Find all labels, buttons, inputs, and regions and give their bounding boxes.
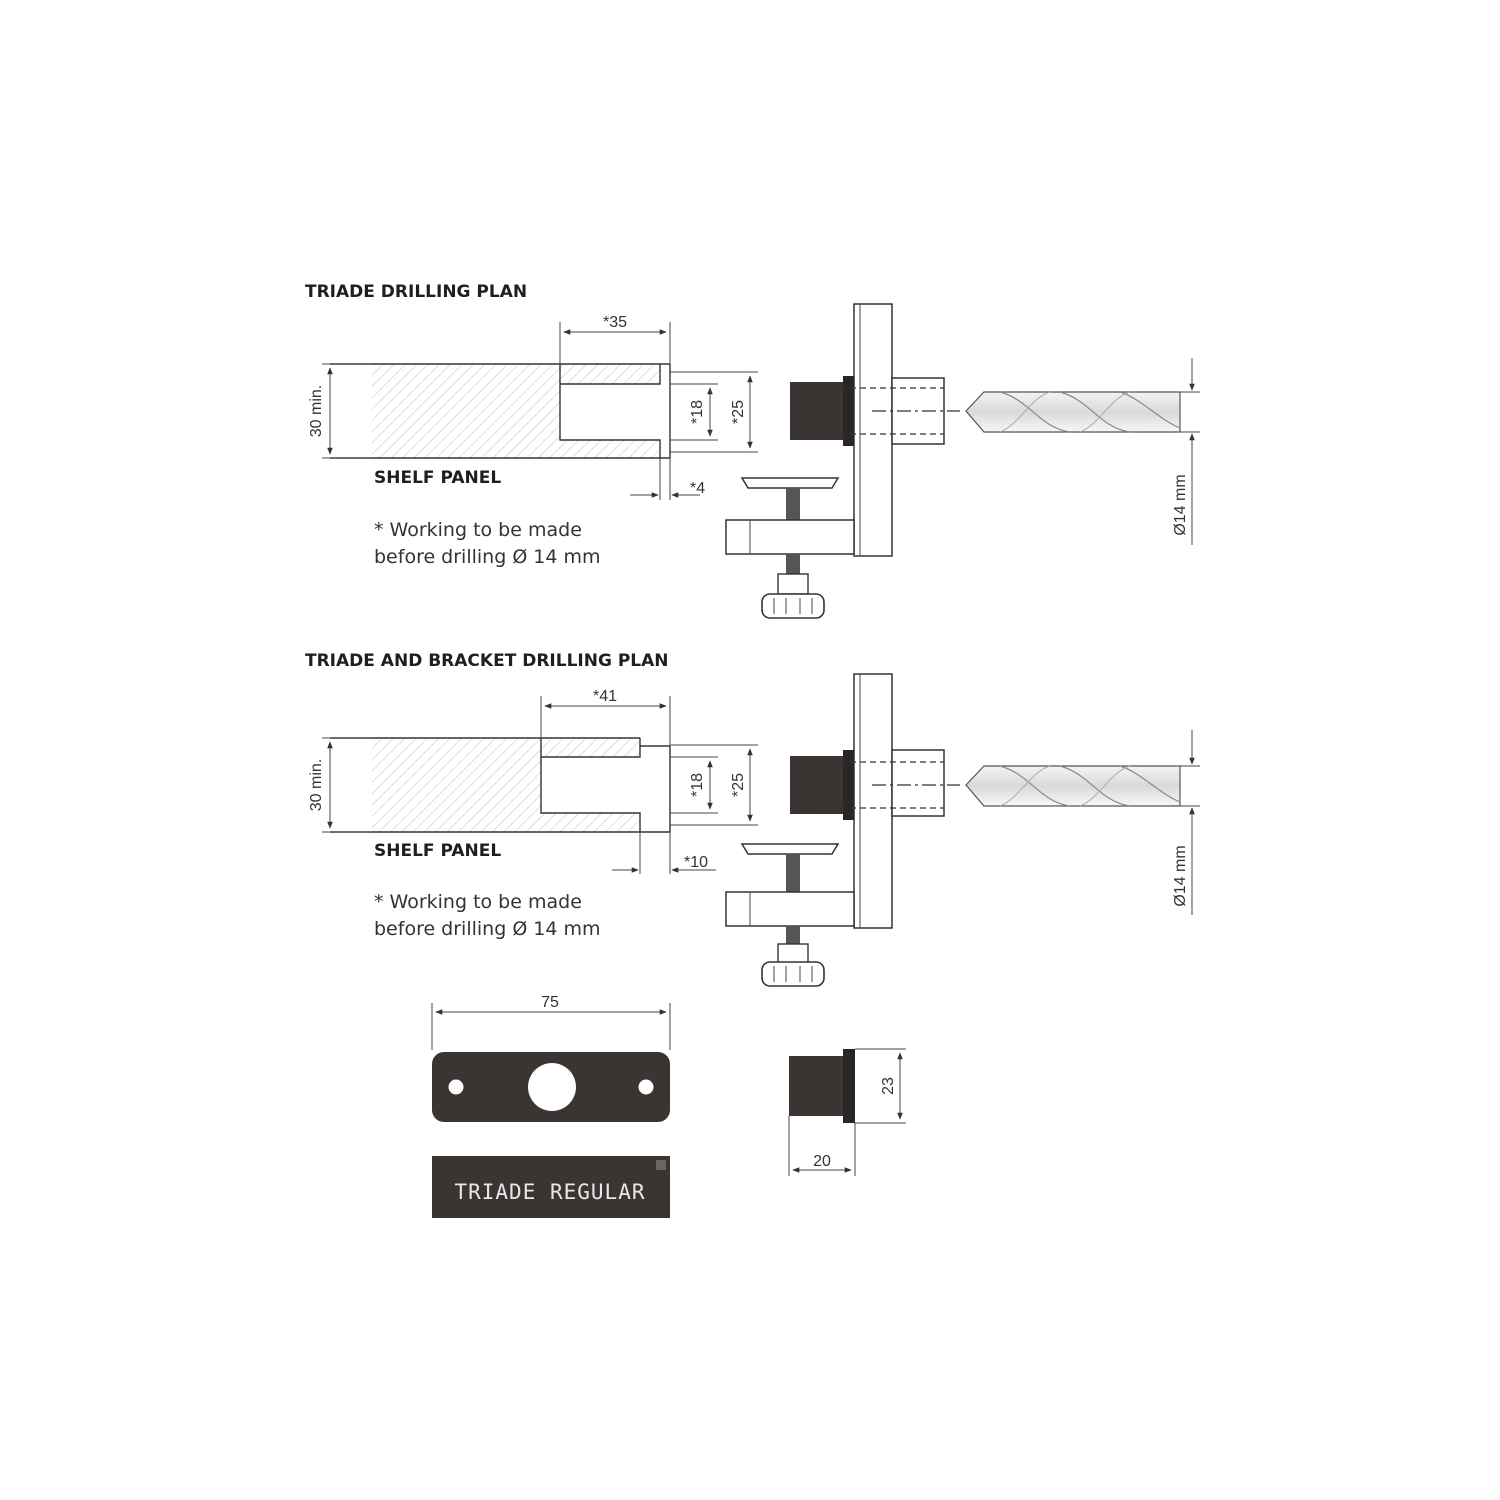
note-line-2: before drilling Ø 14 mm — [374, 546, 601, 568]
dim-lip: *4 — [630, 458, 705, 500]
recess-pocket — [541, 757, 670, 813]
dim-recess-depth: *35 — [559, 314, 671, 364]
section-triade-and-bracket-drilling-plan: TRIADE AND BRACKET DRILLING PLAN 30 min.… — [305, 651, 1200, 987]
bushing-width-label: 20 — [813, 1153, 831, 1170]
mounting-plate: 75 — [431, 994, 671, 1122]
dim-inner-height: *18 — [670, 756, 718, 814]
shelf-panel-label: SHELF PANEL — [374, 468, 501, 488]
dim-outer-height: *25 — [670, 371, 758, 453]
drilling-jig — [725, 303, 960, 619]
section-title: TRIADE AND BRACKET DRILLING PLAN — [305, 651, 669, 671]
dim-depth-label: *35 — [603, 314, 627, 331]
bushing-flange — [843, 376, 854, 446]
dim-thickness-label: 30 min. — [308, 759, 325, 811]
parts-detail: 75 TRIADE REGULAR 23 20 — [431, 994, 906, 1218]
bushing-height-label: 23 — [880, 1077, 897, 1095]
dim-inner-height: *18 — [670, 383, 718, 441]
bushing-body — [789, 1056, 844, 1116]
clamp-knob — [761, 593, 825, 619]
section-title: TRIADE DRILLING PLAN — [305, 282, 527, 302]
dim-outer-label: *25 — [730, 773, 747, 797]
dim-inner-label: *18 — [689, 773, 706, 797]
clamp-knob — [761, 961, 825, 987]
plate-screw-hole-right — [635, 1076, 657, 1098]
bushing-part: 23 20 — [788, 1048, 906, 1176]
dim-thickness-label: 30 min. — [308, 385, 325, 437]
bushing-insert — [790, 382, 844, 440]
dim-panel-thickness: 30 min. — [308, 363, 372, 459]
dim-outer-label: *25 — [730, 400, 747, 424]
drill-bit — [965, 765, 1181, 807]
clamp-screw-lower — [786, 926, 800, 946]
clamp-pad — [740, 477, 840, 489]
dim-lip: *10 — [612, 832, 716, 874]
note-line-2: before drilling Ø 14 mm — [374, 918, 601, 940]
clamp-arm — [725, 519, 855, 555]
dim-lip-label: *4 — [690, 480, 705, 497]
bushing-flange — [843, 750, 854, 820]
note-line-1: * Working to be made — [374, 891, 582, 913]
dim-drill-label: Ø14 mm — [1172, 845, 1189, 906]
clamp-arm — [725, 891, 855, 927]
dim-outer-height: *25 — [670, 744, 758, 826]
note-line-1: * Working to be made — [374, 519, 582, 541]
shelf-panel-label: SHELF PANEL — [374, 841, 501, 861]
labeled-plate-body — [432, 1156, 670, 1218]
plate-label: TRIADE REGULAR — [454, 1180, 645, 1204]
clamp-pad — [740, 843, 840, 855]
plate-width-label: 75 — [541, 994, 559, 1011]
plate-screw-hole-left — [445, 1076, 467, 1098]
drilling-jig — [725, 673, 960, 987]
bushing-insert — [790, 756, 844, 814]
shelf-panel-cross-section — [330, 363, 671, 459]
recess-pocket — [560, 384, 670, 440]
dim-lip-label: *10 — [684, 854, 708, 871]
plate-center-hole — [528, 1063, 576, 1111]
dim-drill-label: Ø14 mm — [1172, 474, 1189, 535]
clamp-screw — [786, 854, 800, 894]
section-triade-drilling-plan: TRIADE DRILLING PLAN 30 min. *35 — [305, 282, 1200, 619]
bushing-flange — [843, 1049, 855, 1123]
clamp-screw — [786, 488, 800, 524]
shelf-panel-cross-section — [330, 737, 671, 833]
jig-guide-bush — [891, 749, 945, 817]
dim-panel-thickness: 30 min. — [308, 737, 372, 833]
dim-recess-depth: *41 — [540, 688, 671, 746]
dim-depth-label: *41 — [593, 688, 617, 705]
dim-drill-diameter: Ø14 mm — [1172, 730, 1200, 915]
triade-regular-plate: TRIADE REGULAR — [432, 1156, 670, 1218]
dim-inner-label: *18 — [689, 400, 706, 424]
drill-bit — [965, 391, 1181, 433]
dim-drill-diameter: Ø14 mm — [1172, 358, 1200, 545]
clamp-screw-lower — [786, 554, 800, 576]
